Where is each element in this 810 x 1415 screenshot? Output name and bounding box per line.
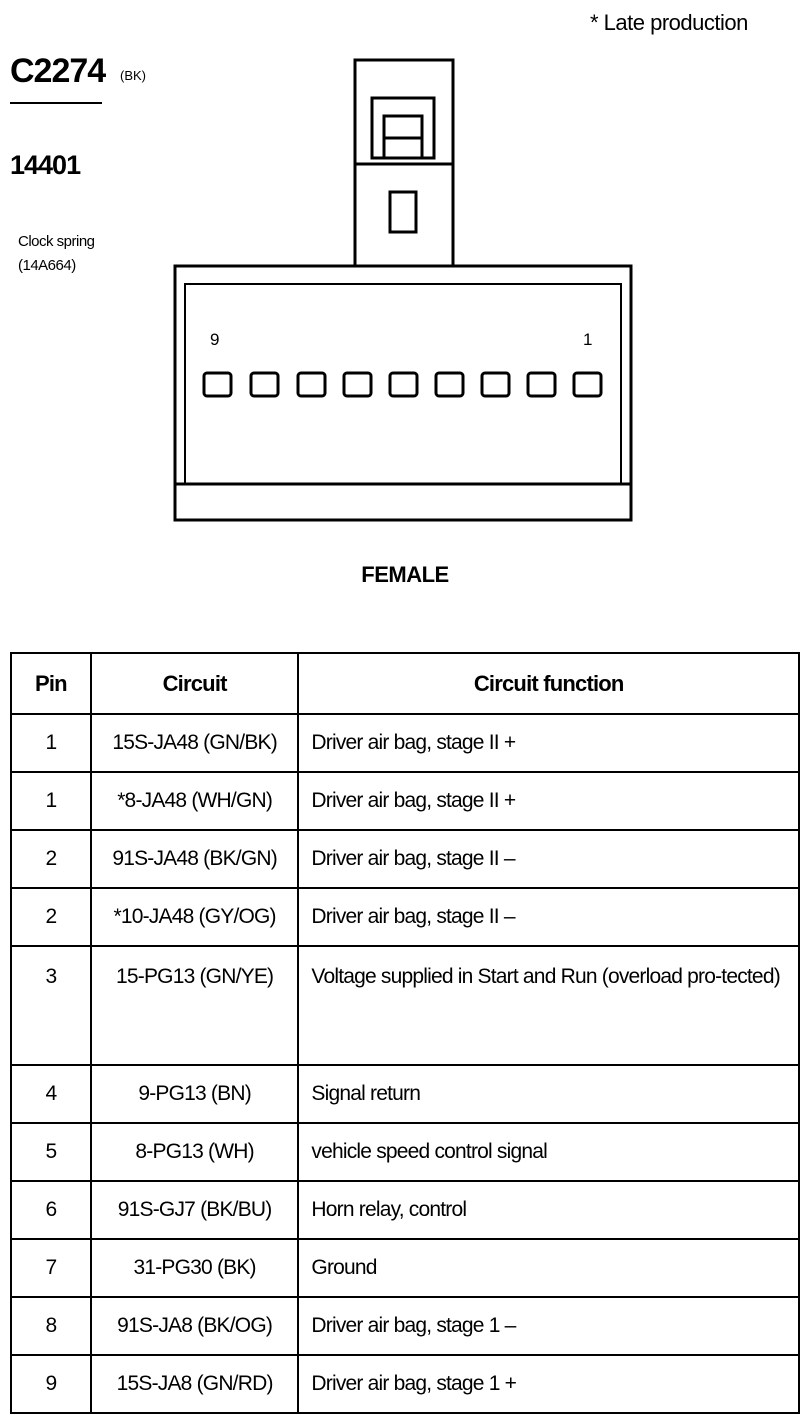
cell-function: Driver air bag, stage II – bbox=[297, 829, 800, 889]
cell-pin: 3 bbox=[10, 945, 92, 1066]
cell-function: Driver air bag, stage 1 + bbox=[297, 1354, 800, 1414]
cell-function: Driver air bag, stage 1 – bbox=[297, 1296, 800, 1356]
pin-label-left: 9 bbox=[210, 330, 220, 349]
connector-face-diagram bbox=[173, 58, 633, 522]
pin-label-right: 1 bbox=[583, 330, 593, 349]
table-row: 8 91S-JA8 (BK/OG) Driver air bag, stage … bbox=[10, 1296, 800, 1356]
cell-pin: 5 bbox=[10, 1122, 92, 1182]
cell-pin: 2 bbox=[10, 887, 92, 947]
connector-id-underline bbox=[10, 102, 102, 104]
cell-circuit: *10-JA48 (GY/OG) bbox=[89, 887, 300, 947]
header-circuit-function: Circuit function bbox=[297, 652, 800, 715]
cell-function: Voltage supplied in Start and Run (overl… bbox=[297, 945, 800, 1066]
cell-circuit: 15S-JA48 (GN/BK) bbox=[89, 713, 300, 773]
pin-6 bbox=[342, 371, 373, 398]
late-production-note: * Late production bbox=[590, 10, 748, 35]
cell-circuit: *8-JA48 (WH/GN) bbox=[89, 771, 300, 831]
cell-circuit: 15S-JA8 (GN/RD) bbox=[89, 1354, 300, 1414]
cell-pin: 8 bbox=[10, 1296, 92, 1356]
cell-circuit: 91S-GJ7 (BK/BU) bbox=[89, 1180, 300, 1240]
cell-pin: 1 bbox=[10, 771, 92, 831]
cell-circuit: 91S-JA8 (BK/OG) bbox=[89, 1296, 300, 1356]
cell-circuit: 31-PG30 (BK) bbox=[89, 1238, 300, 1298]
component-description: Clock spring (14A664) bbox=[18, 230, 95, 278]
cell-circuit: 9-PG13 (BN) bbox=[89, 1064, 300, 1124]
pin-8 bbox=[249, 371, 280, 398]
pin-row bbox=[202, 371, 603, 398]
pin-3 bbox=[480, 371, 511, 398]
pin-9 bbox=[202, 371, 233, 398]
cell-function: vehicle speed control signal bbox=[297, 1122, 800, 1182]
table-row: 3 15-PG13 (GN/YE) Voltage supplied in St… bbox=[10, 945, 800, 1066]
cell-function: Ground bbox=[297, 1238, 800, 1298]
table-row: 7 31-PG30 (BK) Ground bbox=[10, 1238, 800, 1298]
component-name: Clock spring bbox=[18, 233, 95, 250]
cell-pin: 6 bbox=[10, 1180, 92, 1240]
table-row: 4 9-PG13 (BN) Signal return bbox=[10, 1064, 800, 1124]
cell-function: Driver air bag, stage II – bbox=[297, 887, 800, 947]
pin-4 bbox=[434, 371, 465, 398]
cell-function: Driver air bag, stage II + bbox=[297, 771, 800, 831]
header-circuit: Circuit bbox=[89, 652, 300, 715]
pin-1 bbox=[572, 371, 603, 398]
table-row: 2 *10-JA48 (GY/OG) Driver air bag, stage… bbox=[10, 887, 800, 947]
table-row: 1 15S-JA48 (GN/BK) Driver air bag, stage… bbox=[10, 713, 800, 773]
connector-gender-label: FEMALE bbox=[361, 562, 449, 587]
cell-pin: 9 bbox=[10, 1354, 92, 1414]
header-pin: Pin bbox=[10, 652, 92, 715]
connector-id: C2274 bbox=[10, 52, 106, 90]
cell-pin: 1 bbox=[10, 713, 92, 773]
cell-circuit: 8-PG13 (WH) bbox=[89, 1122, 300, 1182]
pin-7 bbox=[296, 371, 327, 398]
cell-circuit: 15-PG13 (GN/YE) bbox=[89, 945, 300, 1066]
connector-color: (BK) bbox=[120, 68, 146, 83]
pin-5 bbox=[388, 371, 419, 398]
component-part-number: (14A664) bbox=[18, 257, 76, 274]
table-row: 6 91S-GJ7 (BK/BU) Horn relay, control bbox=[10, 1180, 800, 1240]
cell-function: Signal return bbox=[297, 1064, 800, 1124]
table-header-row: Pin Circuit Circuit function bbox=[10, 652, 800, 715]
pin-2 bbox=[526, 371, 557, 398]
cell-function: Driver air bag, stage II + bbox=[297, 713, 800, 773]
table-row: 2 91S-JA48 (BK/GN) Driver air bag, stage… bbox=[10, 829, 800, 889]
cell-function: Horn relay, control bbox=[297, 1180, 800, 1240]
lock-latch bbox=[388, 190, 418, 234]
cell-pin: 2 bbox=[10, 829, 92, 889]
table-row: 9 15S-JA8 (GN/RD) Driver air bag, stage … bbox=[10, 1354, 800, 1414]
table-row: 1 *8-JA48 (WH/GN) Driver air bag, stage … bbox=[10, 771, 800, 831]
pinout-table: Pin Circuit Circuit function 1 15S-JA48 … bbox=[10, 652, 800, 1414]
cell-circuit: 91S-JA48 (BK/GN) bbox=[89, 829, 300, 889]
cell-pin: 4 bbox=[10, 1064, 92, 1124]
cell-pin: 7 bbox=[10, 1238, 92, 1298]
part-number: 14401 bbox=[10, 150, 81, 180]
table-row: 5 8-PG13 (WH) vehicle speed control sign… bbox=[10, 1122, 800, 1182]
